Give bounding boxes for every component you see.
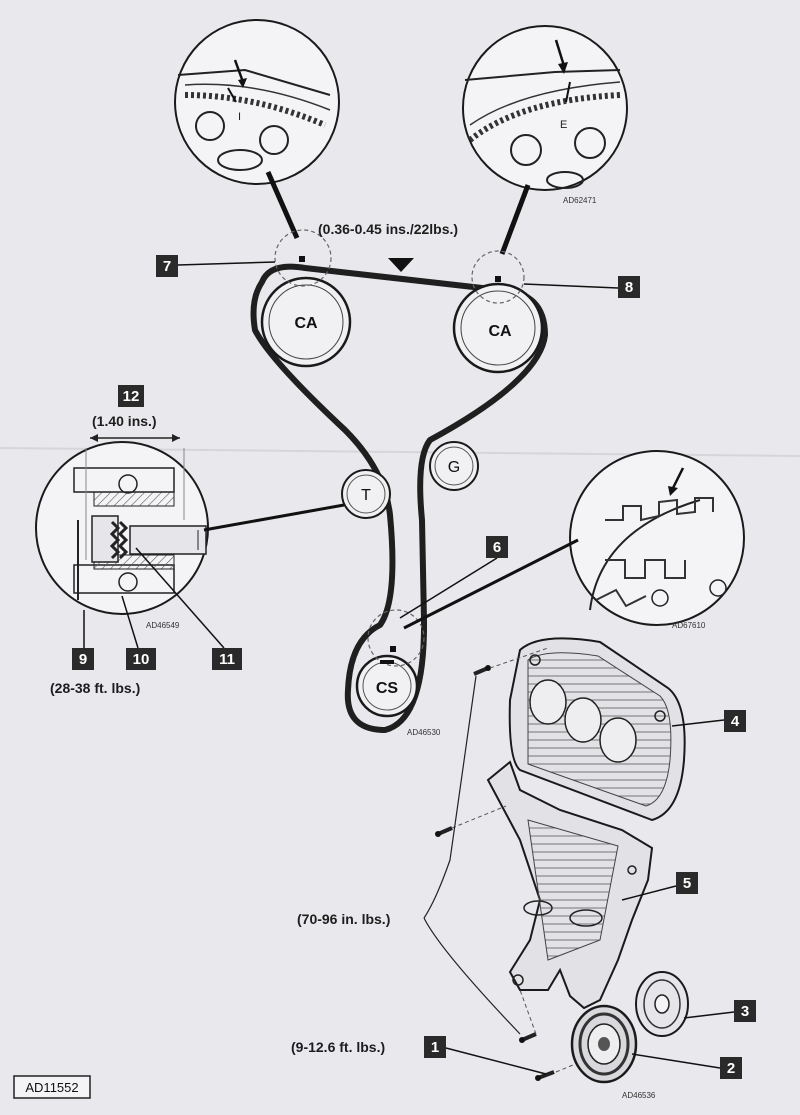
cam-pulley-left-label: CA — [294, 315, 318, 332]
upper-timing-cover — [508, 637, 686, 822]
tensioner-pulley: T — [341, 469, 391, 519]
crank-mark-lower — [380, 660, 394, 664]
callout-12: 12 — [118, 385, 144, 407]
crank-sprocket-label: CS — [376, 680, 399, 697]
tensioner-pulley-label: T — [361, 487, 371, 504]
callout-5-label: 5 — [683, 875, 691, 892]
cover-torque-leader — [423, 675, 477, 919]
belt-tension-spec: (0.36-0.45 ins./22lbs.) — [318, 221, 458, 237]
tensioner-torque-spec: (28-38 ft. lbs.) — [50, 680, 140, 696]
callout-10: 10 — [121, 595, 156, 670]
covers-code: AD46536 — [622, 1091, 656, 1100]
crank-sprocket: CS AD46530 — [355, 654, 441, 737]
cam-detail-code: AD62471 — [563, 196, 597, 205]
crank-washer — [635, 971, 689, 1037]
alignment-marks — [274, 229, 525, 667]
callout-3-label: 3 — [741, 1003, 749, 1020]
crank-mark — [390, 646, 396, 652]
crank-sprocket-detail: AD67610 — [403, 450, 745, 630]
lower-timing-cover — [486, 760, 654, 1010]
callout-10-label: 10 — [133, 651, 150, 668]
idler-pulley-label: G — [448, 459, 460, 476]
left-cam-mark — [299, 256, 305, 262]
tensioner-length-spec: (1.40 ins.) — [92, 413, 157, 429]
callout-4: 4 — [671, 710, 746, 732]
figure-code-box: AD11552 — [13, 1075, 91, 1099]
callout-9: 9 — [72, 610, 94, 670]
cam-pulley-right: CA — [452, 282, 544, 374]
callout-8: 8 — [523, 276, 640, 298]
crank-detail-code: AD67610 — [672, 621, 706, 630]
idler-pulley: G — [429, 441, 479, 491]
crank-pulley: AD46536 — [570, 1004, 656, 1100]
tension-arrow-icon — [388, 258, 414, 272]
belt-route-code: AD46530 — [407, 728, 441, 737]
callout-3: 3 — [683, 1000, 756, 1022]
callout-4-label: 4 — [731, 713, 740, 730]
figure-code: AD11552 — [25, 1080, 78, 1095]
callout-11-label: 11 — [219, 651, 235, 668]
timing-belt — [250, 263, 548, 733]
callout-7: 7 — [156, 255, 276, 277]
intake-cam-detail: I — [174, 19, 340, 240]
callout-2-label: 2 — [727, 1060, 735, 1077]
callout-6: 6 — [399, 536, 508, 619]
cover-bolts — [435, 647, 586, 1081]
callout-1: 1 — [424, 1036, 547, 1075]
callout-6-label: 6 — [493, 539, 501, 556]
callout-7-label: 7 — [163, 258, 171, 275]
exhaust-cam-detail: E AD62471 — [462, 25, 628, 255]
callout-9-label: 9 — [79, 651, 87, 668]
callout-12-label: 12 — [123, 388, 140, 405]
crank-bolt-torque-spec: (9-12.6 ft. lbs.) — [291, 1039, 385, 1055]
cover-torque-leader-lower — [423, 917, 521, 1035]
callout-5: 5 — [621, 872, 698, 901]
intake-mark: I — [238, 111, 241, 123]
callout-11: 11 — [135, 547, 242, 670]
tensioner-detail: AD46549 — [35, 434, 345, 630]
cam-pulley-left: CA — [260, 276, 352, 368]
exhaust-mark: E — [560, 119, 567, 131]
callout-1-label: 1 — [431, 1039, 439, 1056]
cover-bolt-torque-spec: (70-96 in. lbs.) — [297, 911, 390, 927]
tensioner-detail-code: AD46549 — [146, 621, 180, 630]
right-cam-mark — [495, 276, 501, 282]
callout-2: 2 — [631, 1053, 742, 1079]
callout-8-label: 8 — [625, 279, 633, 296]
cam-pulley-right-label: CA — [488, 323, 512, 340]
